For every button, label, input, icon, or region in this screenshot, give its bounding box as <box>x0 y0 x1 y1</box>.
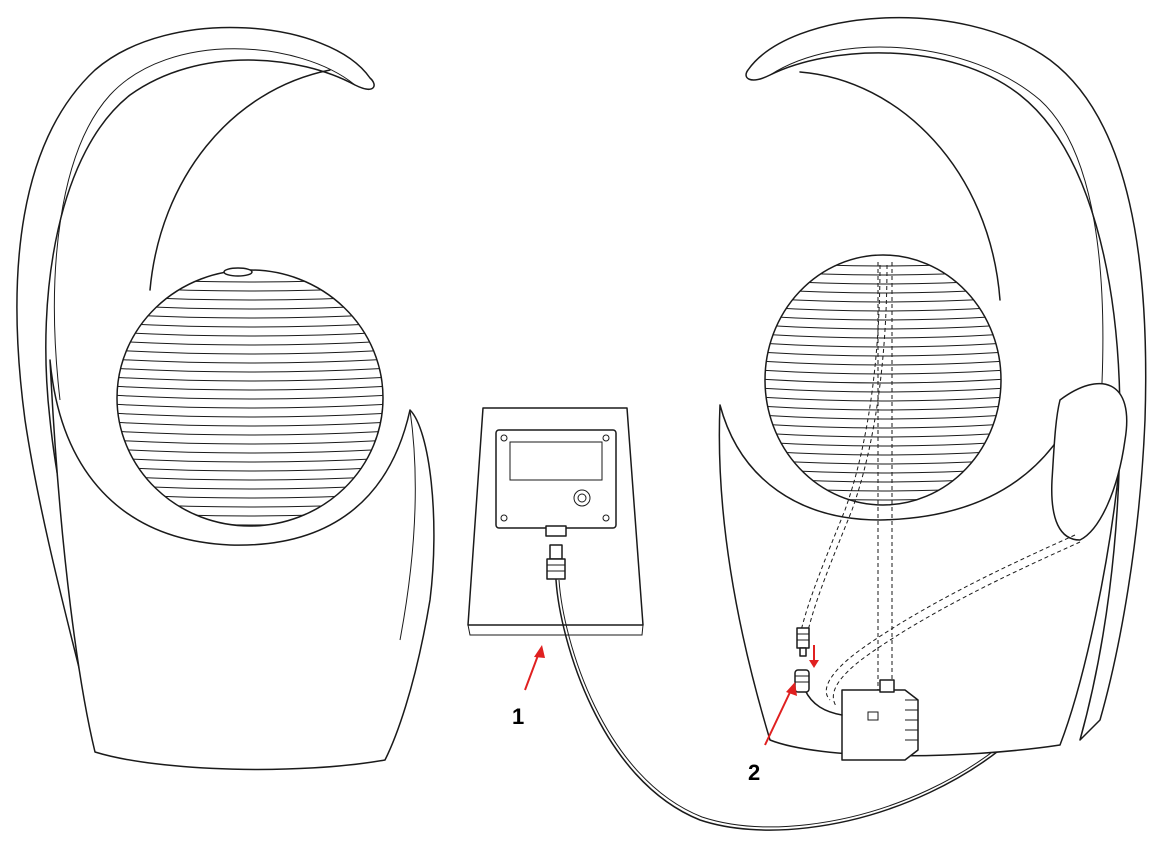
egg-ridge-line <box>117 331 383 337</box>
egg-ridge-line <box>765 423 1001 429</box>
egg-ridge-line <box>117 439 383 445</box>
callout-1: 1 <box>512 645 545 729</box>
egg-ridge-line <box>765 378 1001 384</box>
egg-ridge-line <box>117 430 383 436</box>
egg-ridge-line <box>765 405 1001 411</box>
egg-ridge-line <box>117 457 383 463</box>
right-basin <box>718 390 1124 757</box>
egg-ridge-line <box>765 342 1001 348</box>
egg-ridge-line <box>117 394 383 400</box>
water-pump <box>841 679 919 761</box>
egg-ridge-line <box>117 403 383 409</box>
egg-ridge-line <box>117 466 383 472</box>
egg-ridge-line <box>765 369 1001 375</box>
left-egg-top-opening <box>223 267 253 277</box>
egg-ridge-line <box>765 333 1001 339</box>
egg-ridge-line <box>117 412 383 418</box>
transformer-compartment <box>1051 382 1128 541</box>
egg-ridge-line <box>117 322 383 328</box>
egg-ridge-line <box>117 376 383 382</box>
pump-connector <box>794 669 810 693</box>
callout-2: 2 <box>748 682 797 785</box>
egg-ridge-line <box>117 385 383 391</box>
egg-ridge-line <box>765 324 1001 330</box>
left-fountain-front-view <box>16 26 435 771</box>
led-cable-connector <box>796 627 810 657</box>
egg-ridge-line <box>765 450 1001 456</box>
callout-label-2: 2 <box>748 760 760 785</box>
right-fountain-back-view <box>718 17 1147 761</box>
led-light-panel <box>467 407 1102 831</box>
egg-ridge-line <box>117 358 383 364</box>
egg-ridge-line <box>765 414 1001 420</box>
egg-ridge-line <box>765 432 1001 438</box>
right-egg-sphere <box>764 254 1002 506</box>
right-crescent-arm <box>745 17 1147 741</box>
egg-ridge-line <box>117 448 383 454</box>
egg-ridge-line <box>117 349 383 355</box>
egg-ridge-line <box>765 306 1001 312</box>
egg-ridge-line <box>117 367 383 373</box>
egg-ridge-line <box>765 315 1001 321</box>
left-basin <box>49 359 435 771</box>
egg-ridge-line <box>117 340 383 346</box>
callout-label-1: 1 <box>512 704 524 729</box>
egg-ridge-line <box>765 396 1001 402</box>
connect-direction-arrow <box>809 645 819 668</box>
egg-ridge-line <box>117 421 383 427</box>
egg-ridge-line <box>765 387 1001 393</box>
egg-ridge-line <box>765 360 1001 366</box>
egg-ridge-line <box>765 441 1001 447</box>
led-panel-connector <box>549 544 563 560</box>
